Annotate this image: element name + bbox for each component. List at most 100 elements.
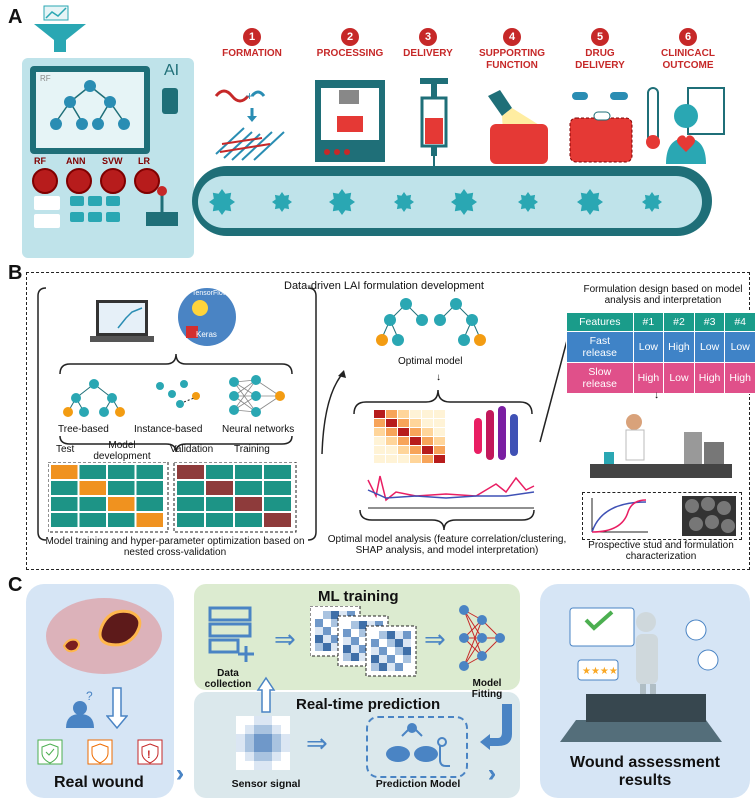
sensor-pixel — [371, 639, 379, 647]
sensor-pixel — [245, 716, 254, 725]
gear-icon — [329, 189, 355, 215]
funnel-icon — [34, 5, 86, 52]
gear-icon — [394, 192, 414, 212]
sensor-pixel — [254, 761, 263, 770]
rf-button[interactable] — [32, 168, 58, 194]
table-cell: #3 — [693, 312, 726, 332]
heatmap-cell — [422, 455, 433, 463]
features-table-wrap: Features #1 #2 #3 #4 Fast release Low Hi… — [566, 312, 756, 394]
cv-fold-cell — [264, 497, 291, 511]
right-title: Formulation design based on model analys… — [583, 284, 743, 306]
cloud-network-icon — [386, 723, 450, 767]
sensor-pixel — [359, 621, 367, 629]
characterization-box — [582, 492, 742, 540]
sensor-pixel — [371, 647, 379, 655]
model-fitting-label: Model Fitting — [471, 678, 503, 700]
sensor-pixel — [403, 631, 411, 639]
lr-button[interactable] — [134, 168, 160, 194]
heatmap-cell — [374, 419, 385, 427]
svg-text:+: + — [246, 89, 253, 103]
sensor-pixel — [236, 725, 245, 734]
control-key[interactable] — [106, 196, 120, 206]
stage-number-badge: 6 — [679, 28, 697, 46]
heatmap-icon — [374, 410, 445, 463]
sensor-pixel — [315, 611, 323, 619]
sensor-pixel — [359, 637, 367, 645]
sensor-pixel — [359, 645, 367, 653]
cv-fold-cell — [264, 465, 291, 479]
validation-label: Validation — [170, 444, 214, 455]
mid-caption: Optimal model analysis (feature correlat… — [327, 534, 567, 556]
heatmap-cell — [422, 437, 433, 445]
control-key[interactable] — [88, 212, 102, 222]
tree-diagram-icon — [50, 80, 130, 130]
sensor-pixel — [315, 643, 323, 651]
panel-b-frame — [26, 272, 750, 570]
right-arrow-icon: ⇒ — [306, 728, 328, 758]
control-key[interactable] — [70, 212, 84, 222]
control-key[interactable] — [106, 212, 120, 222]
model-dev-label: Model development — [93, 440, 151, 462]
cv-fold-cell — [177, 497, 204, 511]
heatmap-cell — [422, 428, 433, 436]
heatmap-cell — [434, 428, 445, 436]
sensor-pixel — [331, 635, 339, 643]
sensor-pixel — [236, 761, 245, 770]
control-key[interactable] — [88, 196, 102, 206]
sensor-pixel — [379, 663, 387, 671]
stage-label: FORMATION — [222, 48, 282, 59]
table-cell: High — [663, 331, 695, 363]
sensor-pixel — [403, 639, 411, 647]
instance-model-icon — [156, 380, 200, 408]
sensor-pixel — [403, 663, 411, 671]
stage-label: SUPPORTING FUNCTION — [478, 48, 546, 71]
sensor-pixel — [347, 611, 355, 619]
sensor-pixel — [403, 655, 411, 663]
sensor-pixel — [254, 734, 263, 743]
sensor-pixel — [272, 743, 281, 752]
ann-button[interactable] — [66, 168, 92, 194]
sensor-pixel — [323, 619, 331, 627]
ml-tools-logo — [178, 288, 236, 346]
sensor-pixel — [315, 627, 323, 635]
heatmap-cell — [386, 446, 397, 454]
sensor-pixel — [254, 743, 263, 752]
cv-fold-cell — [51, 465, 78, 479]
stage-number-badge: 5 — [591, 28, 609, 46]
stage-number-badge: 3 — [419, 28, 437, 46]
analysis-brace-bottom — [359, 509, 535, 531]
gauge-icon — [34, 196, 60, 210]
gauge-icon-2 — [34, 214, 60, 228]
cv-fold-cell — [108, 465, 135, 479]
joystick-icon[interactable] — [142, 184, 182, 228]
models-brace — [59, 353, 293, 375]
heatmap-cell — [386, 428, 397, 436]
analysis-brace — [353, 389, 533, 415]
right-arrow-icon: ⇒ — [274, 624, 296, 654]
sensor-pixel — [272, 761, 281, 770]
sensor-pixel — [375, 621, 383, 629]
btn-label-lr: LR — [138, 156, 150, 166]
sensor-pixel — [331, 627, 339, 635]
control-key[interactable] — [70, 196, 84, 206]
release-curve-plot — [591, 498, 648, 533]
stage-label: DELIVERY — [403, 48, 453, 59]
neural-networks-label: Neural networks — [222, 424, 295, 435]
panel-b-letter: B — [8, 262, 23, 284]
keras-label: Keras — [196, 330, 217, 339]
sensor-pixel — [371, 631, 379, 639]
sensor-pixel — [379, 631, 387, 639]
table-cell: Features — [566, 312, 634, 332]
tensorflow-label: TensorFlow — [192, 290, 228, 297]
curved-down-arrow-icon — [480, 704, 512, 750]
btn-label-ann: ANN — [66, 156, 86, 166]
svw-button[interactable] — [100, 168, 126, 194]
heatmap-cell — [398, 437, 409, 445]
wound-image — [46, 598, 162, 674]
cv-fold-cell — [177, 481, 204, 495]
table-row: Fast release Low High Low Low — [566, 331, 756, 363]
sensor-pixel — [339, 611, 347, 619]
neural-net-red-icon — [459, 605, 505, 671]
heatmap-cell — [386, 437, 397, 445]
sensor-pixel — [272, 716, 281, 725]
